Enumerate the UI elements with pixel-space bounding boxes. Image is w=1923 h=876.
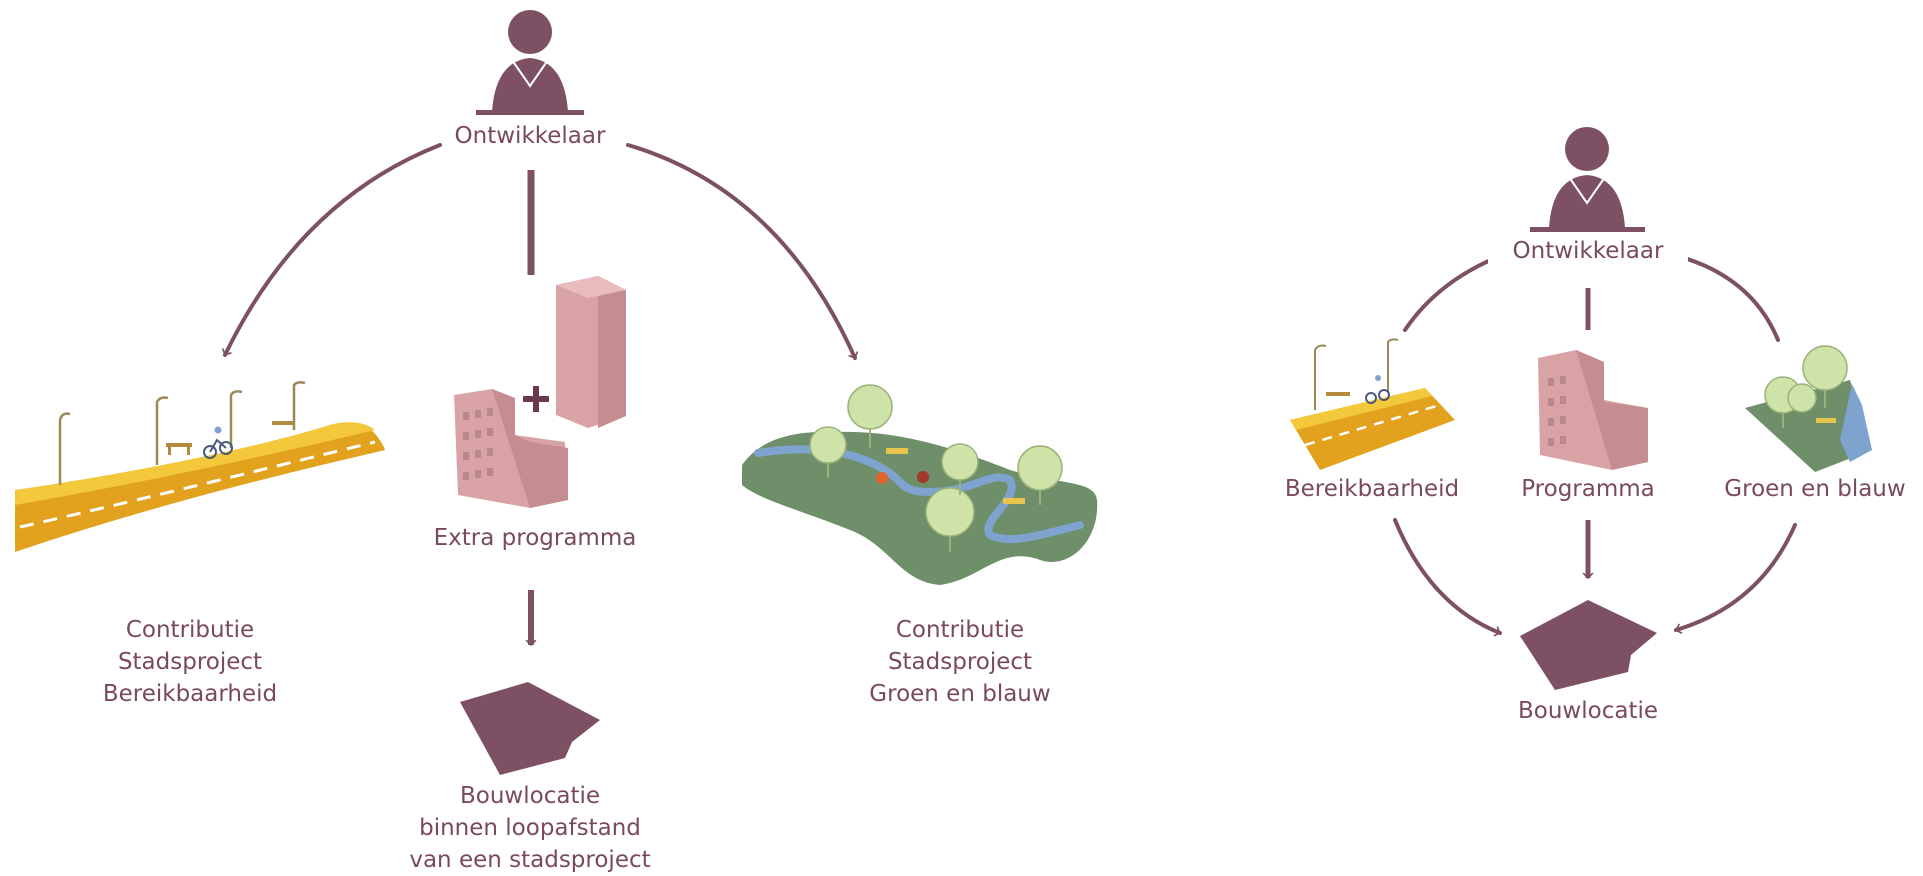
park-illustration [742,384,1098,585]
developer-label: Ontwikkelaar [454,123,606,149]
park-caption-line-1: Contributie [895,617,1025,643]
park-label-right: Groen en blauw [1724,476,1906,502]
program-label: Extra programma [433,525,637,551]
road-caption-line-1: Contributie [125,617,255,643]
road-caption-line-2: Stadsproject [117,649,263,675]
program-label-right: Programma [1521,476,1655,502]
park-illustration-small [1745,345,1872,472]
site-label-right: Bouwlocatie [1518,698,1658,724]
block-building-icon-small [1538,350,1648,470]
site-caption-line-1: Bouwlocatie [460,783,600,809]
plus-icon [523,386,549,412]
road-illustration-small [1290,338,1455,470]
site-caption-line-3: van een stadsproject [409,847,651,873]
developer-label-right: Ontwikkelaar [1488,235,1688,267]
block-building-icon [454,389,568,508]
developer-person-icon-right [1530,127,1645,232]
arrow-park-to-site [1674,523,1797,634]
tower-building-icon [556,276,626,428]
arrow-to-road [222,143,442,357]
building-site-shape-right [1520,600,1657,690]
park-caption: Contributie Stadsproject Groen en blauw [860,614,1060,710]
site-caption: Bouwlocatie binnen loopafstand van een s… [385,780,675,876]
building-site-shape [460,682,600,775]
arrow-road-to-site [1393,518,1502,637]
road-label-right: Bereikbaarheid [1284,476,1460,502]
park-caption-line-3: Groen en blauw [869,681,1051,707]
road-caption-line-3: Bereikbaarheid [102,681,278,707]
arrow-to-park [626,143,859,360]
road-illustration [15,381,385,552]
site-caption-line-2: binnen loopafstand [419,815,641,841]
road-caption: Contributie Stadsproject Bereikbaarheid [90,614,290,710]
developer-person-icon [476,10,584,115]
park-caption-line-2: Stadsproject [887,649,1033,675]
